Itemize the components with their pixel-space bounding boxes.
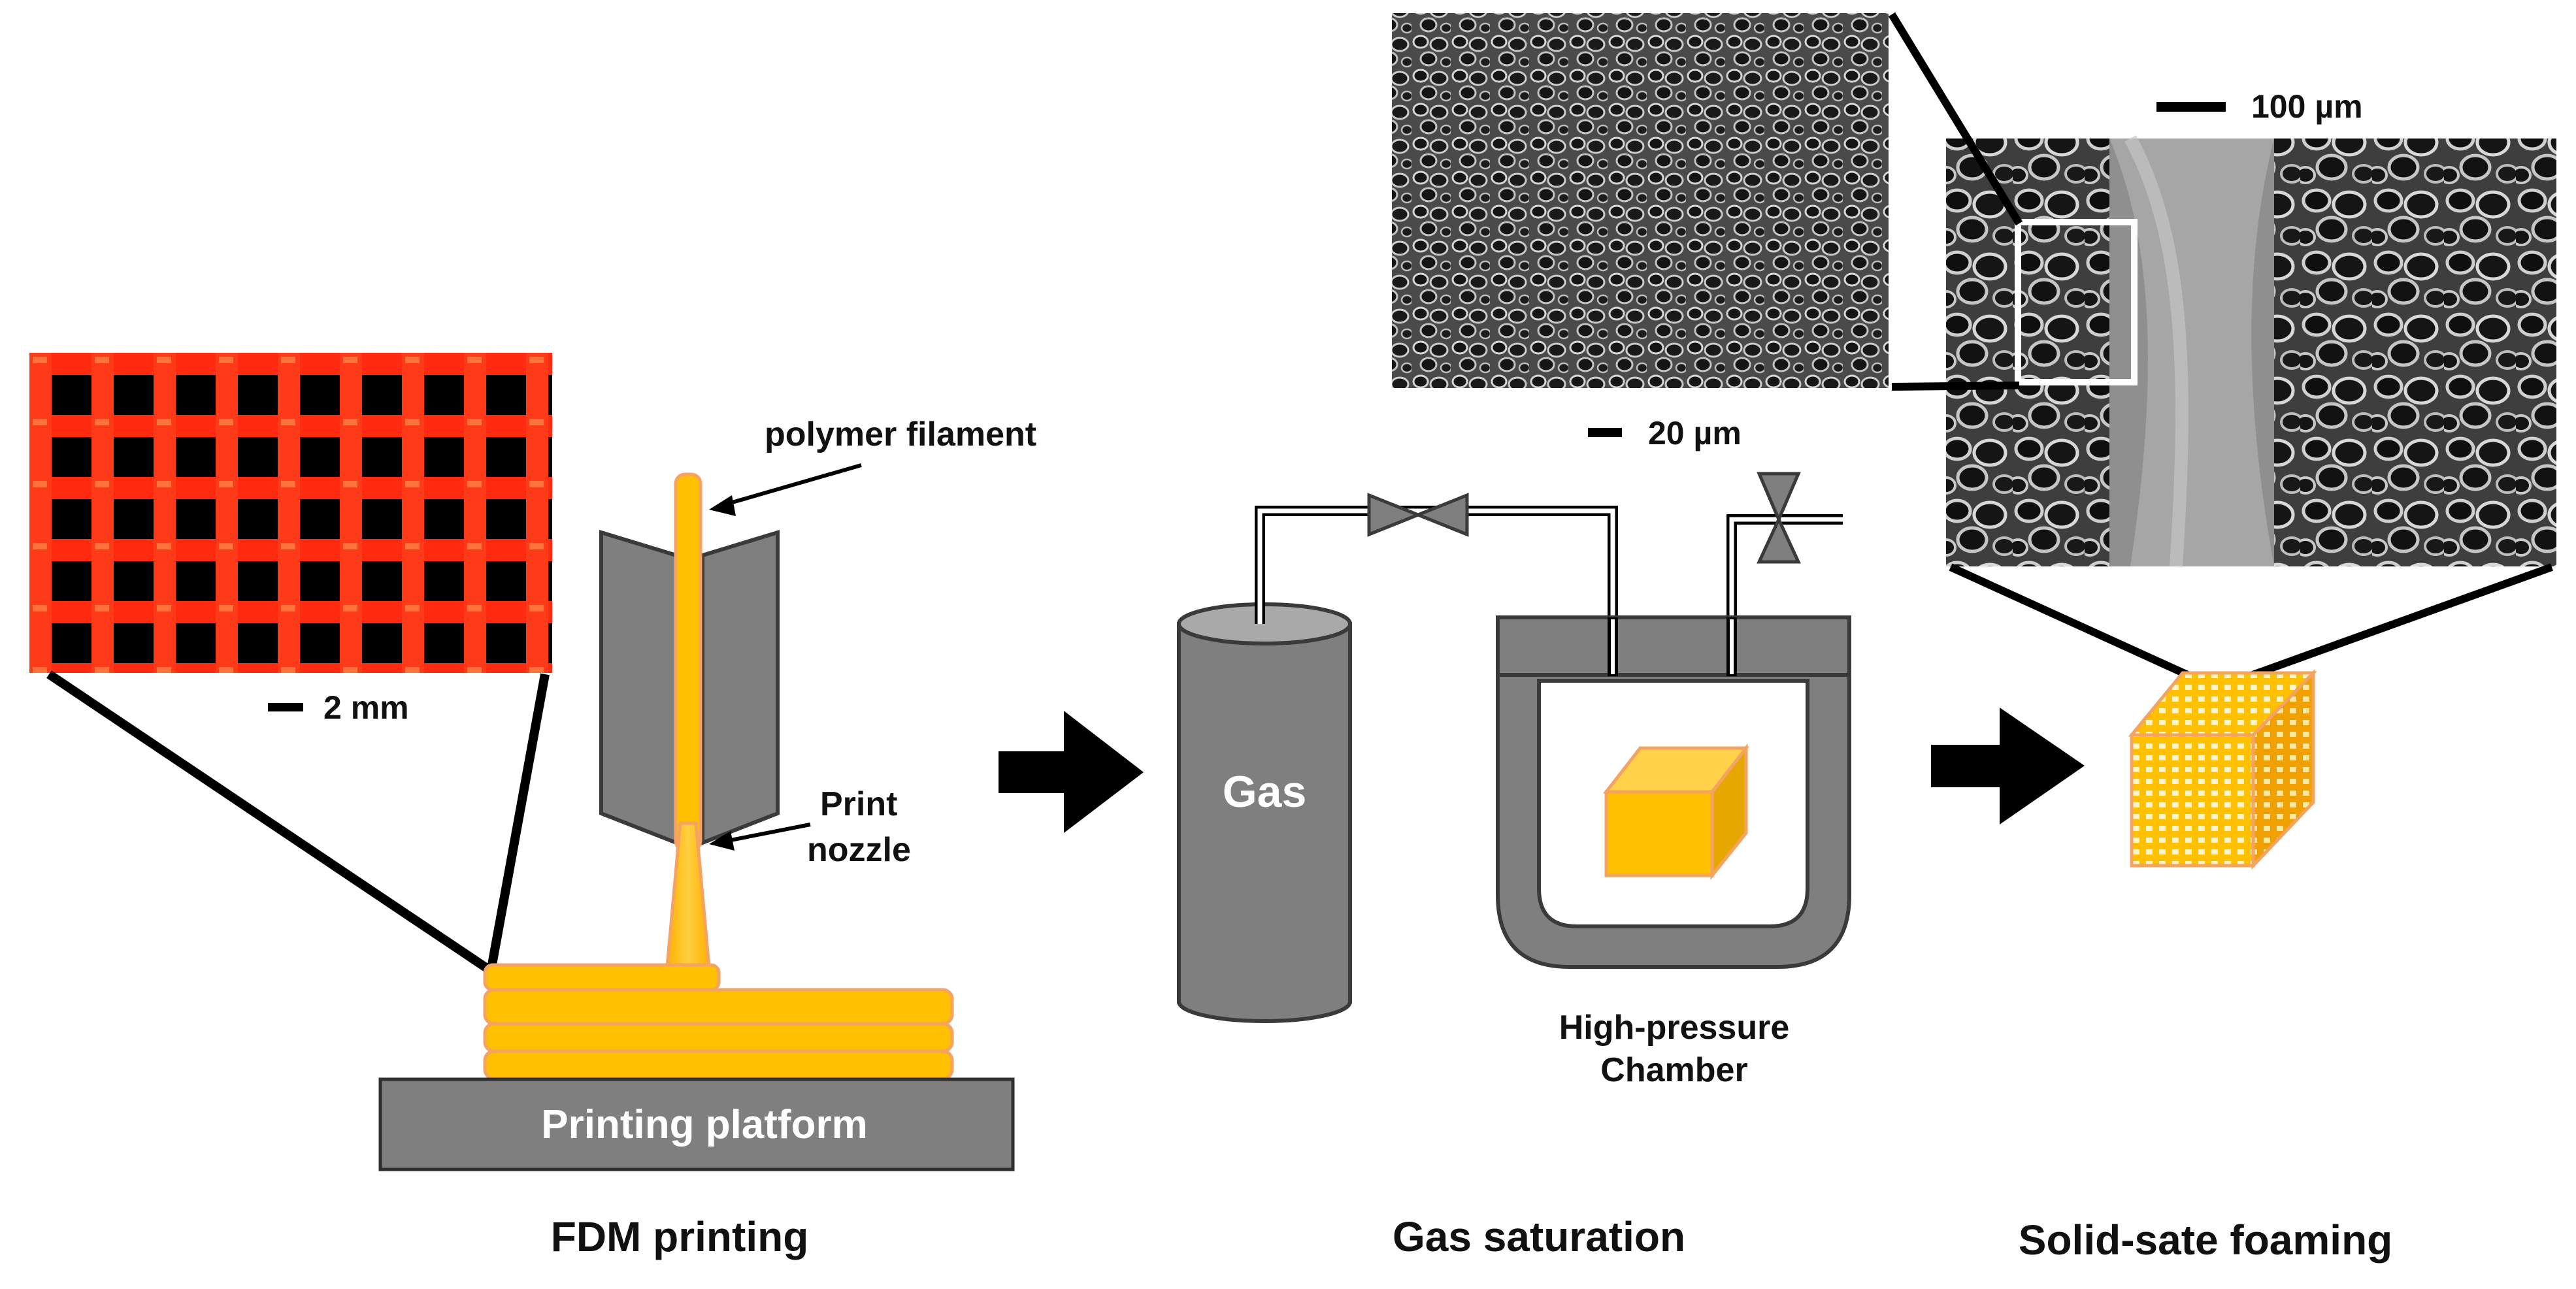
scale-bar-20um <box>1588 428 1622 437</box>
zoom-line-sem-top <box>1888 12 2023 226</box>
sem-zoom-box <box>2015 219 2138 385</box>
zoom-line-cube-right <box>2220 563 2554 690</box>
scale-label-2mm: 2 mm <box>323 689 409 726</box>
zoom-line-cube-left <box>1949 563 2214 690</box>
foam-section: 20 µm 100 µm Solid-sate foaming <box>1392 12 2556 1264</box>
arrow-filament <box>725 463 862 506</box>
sem-image-small <box>1392 13 1889 388</box>
printed-layer-2 <box>483 988 954 1026</box>
arrow-nozzle <box>723 823 811 843</box>
foamed-cube <box>2128 668 2317 870</box>
arrowhead-nozzle <box>709 831 735 851</box>
printed-layer-top <box>483 963 721 992</box>
label-polymer-filament: polymer filament <box>765 416 1036 453</box>
arrowhead-filament <box>709 495 736 516</box>
scale-label-20um: 20 µm <box>1648 415 1742 451</box>
process-arrow-2 <box>1931 708 2085 824</box>
label-chamber-1: High-pressure <box>1559 1009 1790 1047</box>
process-arrow-1 <box>999 711 1144 833</box>
valve-icon <box>1367 493 1469 537</box>
printed-grid-photo <box>29 353 552 673</box>
stage-label-fdm: FDM printing <box>551 1213 809 1260</box>
chamber-lid <box>1496 615 1851 677</box>
zoom-line-sem-bottom <box>1891 382 2020 391</box>
label-chamber-2: Chamber <box>1600 1051 1747 1089</box>
print-head-right-plate <box>701 529 780 846</box>
printing-platform <box>378 1077 1015 1171</box>
pipe-through-lid-1-inner <box>1611 619 1615 674</box>
zoom-line-right <box>487 673 550 970</box>
printed-layer-4 <box>483 1049 954 1081</box>
gas-cylinder-bottom-cover <box>1181 973 1348 1001</box>
label-printing-platform: Printing platform <box>541 1102 867 1147</box>
fdm-section: 2 mm polymer filament Print nozzle Print… <box>29 353 1036 1260</box>
vent-valve-icon <box>1757 472 1801 564</box>
label-print: Print <box>820 785 897 823</box>
zoom-line-left <box>46 670 489 972</box>
gas-section: Gas High-pressure Chamb <box>1177 472 1851 1260</box>
vent-pipe-inner <box>1729 517 1843 661</box>
polymer-filament <box>674 472 702 852</box>
label-gas: Gas <box>1223 767 1307 817</box>
stage-label-foam: Solid-sate foaming <box>2019 1216 2393 1264</box>
scale-label-100um: 100 µm <box>2251 88 2363 125</box>
print-head-left-plate <box>599 529 678 846</box>
stage-label-gas: Gas saturation <box>1393 1213 1685 1260</box>
pipe-through-lid-2-inner <box>1730 619 1734 674</box>
scale-bar-100um <box>2156 102 2226 112</box>
sample-cube <box>1602 743 1750 881</box>
sem-image-large <box>1946 135 2556 567</box>
label-nozzle: nozzle <box>807 831 911 869</box>
printed-layer-3 <box>483 1022 954 1053</box>
scale-bar-2mm <box>268 703 303 711</box>
